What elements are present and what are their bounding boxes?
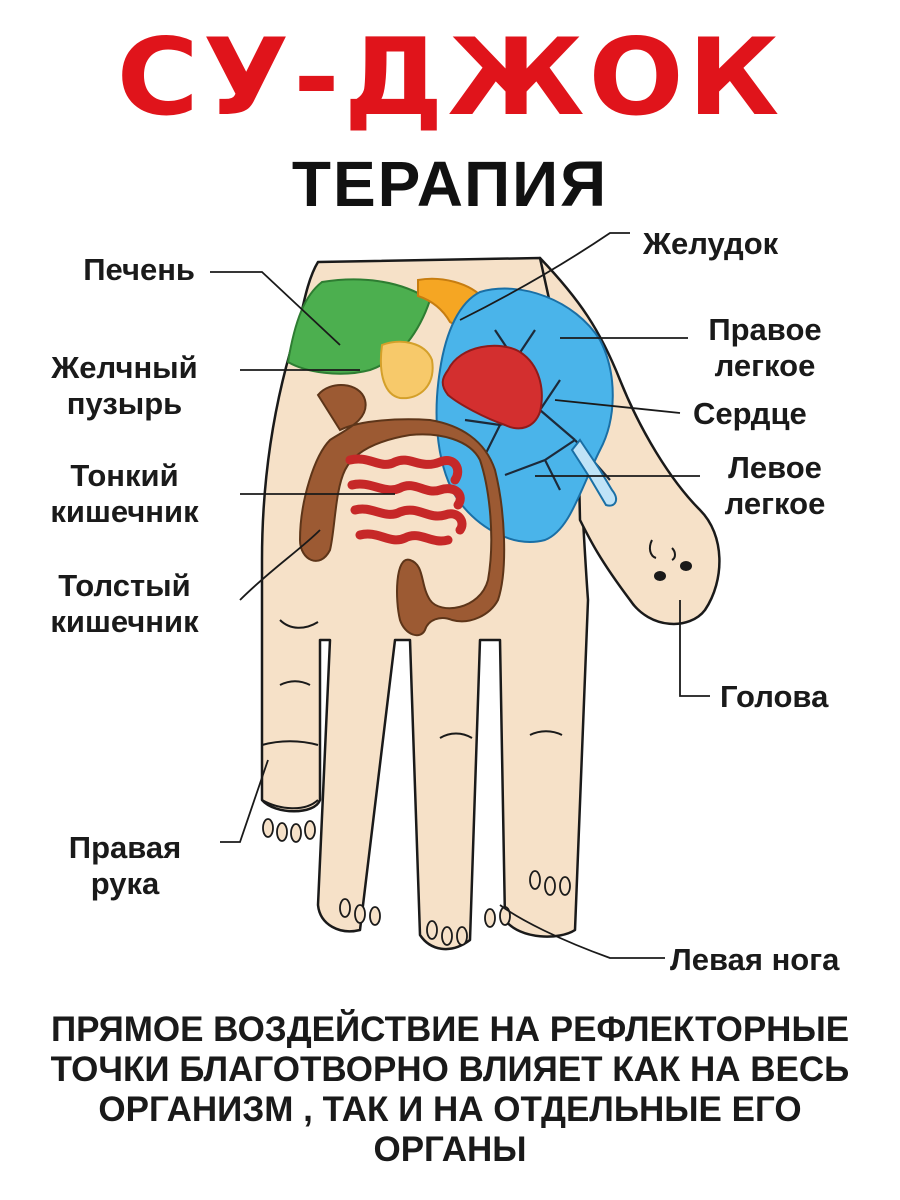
label-large-intestine-line2: кишечник <box>50 604 199 639</box>
label-small-intestine-line2: кишечник <box>50 494 199 529</box>
footer-line4: ОРГАНЫ <box>373 1130 527 1169</box>
footer-line2: ТОЧКИ БЛАГОТВОРНО ВЛИЯЕТ КАК НА ВЕСЬ <box>50 1050 850 1089</box>
fingertip-details <box>262 818 571 946</box>
label-gallbladder-line2: пузырь <box>66 386 183 421</box>
label-right-arm: Правая рука <box>40 830 210 902</box>
label-heart: Сердце <box>693 396 807 431</box>
gallbladder-shape <box>379 340 434 400</box>
label-large-intestine: Толстый кишечник <box>22 568 227 640</box>
heart-shape <box>441 344 543 430</box>
footer-line1: ПРЯМОЕ ВОЗДЕЙСТВИЕ НА РЕФЛЕКТОРНЫЕ <box>50 1010 850 1049</box>
page-title: СУ-ДЖОК <box>116 16 784 140</box>
label-head: Голова <box>720 679 829 714</box>
label-right-arm-line2: рука <box>90 866 160 901</box>
label-gallbladder-line1: Желчный <box>51 350 198 385</box>
head-face <box>648 539 692 581</box>
large-intestine-shape <box>298 383 506 637</box>
trachea-shape <box>570 438 617 507</box>
label-liver: Печень <box>83 252 195 287</box>
label-right-lung: Правое легкое <box>690 312 840 384</box>
footer-text: ПРЯМОЕ ВОЗДЕЙСТВИЕ НА РЕФЛЕКТОРНЫЕ ТОЧКИ… <box>20 1010 880 1170</box>
label-left-lung-line2: легкое <box>724 486 826 521</box>
label-small-intestine-line1: Тонкий <box>70 458 179 493</box>
leader-lines <box>210 232 710 959</box>
label-small-intestine: Тонкий кишечник <box>22 458 227 530</box>
label-left-leg: Левая нога <box>670 942 840 977</box>
label-large-intestine-line1: Толстый <box>58 568 191 603</box>
label-stomach: Желудок <box>643 226 779 261</box>
label-right-lung-line2: легкое <box>714 348 816 383</box>
label-right-arm-line1: Правая <box>68 830 182 865</box>
finger-creases <box>261 619 563 810</box>
small-intestine-shape <box>345 454 467 546</box>
label-gallbladder: Желчный пузырь <box>22 350 227 422</box>
label-left-lung: Левое легкое <box>700 450 850 522</box>
footer-line3: ОРГАНИЗМ , ТАК И НА ОТДЕЛЬНЫЕ ЕГО <box>98 1090 802 1129</box>
label-right-lung-line1: Правое <box>708 312 822 347</box>
label-left-lung-line1: Левое <box>728 450 822 485</box>
page-subtitle: ТЕРАПИЯ <box>291 148 609 220</box>
